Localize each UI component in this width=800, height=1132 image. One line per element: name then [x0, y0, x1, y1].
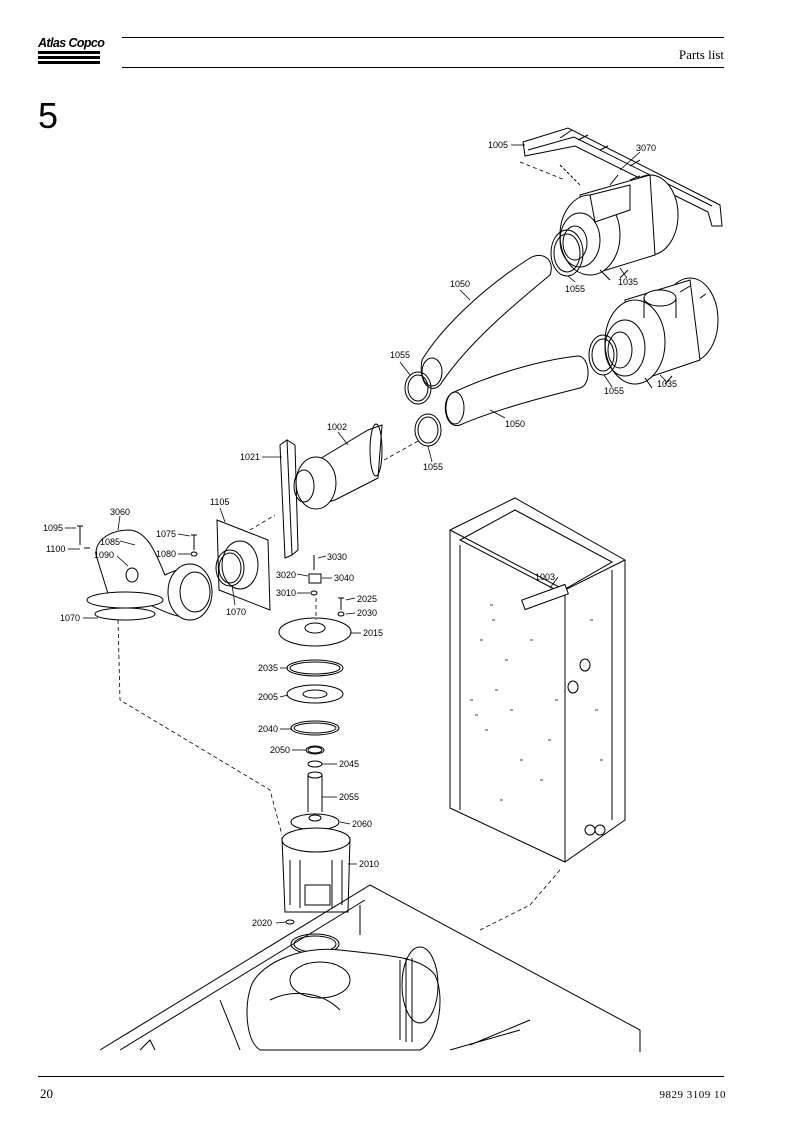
callout-1100: 1100: [46, 544, 65, 554]
callout-1050: 1050: [505, 419, 525, 429]
page-number: 20: [40, 1086, 53, 1101]
callout-2020: 2020: [252, 918, 272, 928]
callout-2030: 2030: [357, 608, 377, 618]
callout-2035: 2035: [258, 663, 278, 673]
footer-rule: [38, 1076, 724, 1077]
callout-1075: 1075: [156, 529, 176, 539]
callout-1021: 1021: [240, 452, 260, 462]
callout-1105: 1105: [210, 497, 229, 507]
callout-3030: 3030: [327, 552, 347, 562]
callout-2025: 2025: [357, 594, 377, 604]
callout-3060: 3060: [110, 507, 130, 517]
callout-1035: 1035: [618, 277, 638, 287]
callout-2060: 2060: [352, 819, 372, 829]
callout-2015: 2015: [363, 628, 383, 638]
callout-1090: 1090: [94, 550, 114, 560]
header-rule-bottom: [122, 67, 724, 68]
logo-bar-middle: [38, 56, 100, 59]
logo-bar-top: [38, 51, 100, 54]
callout-1095: 1095: [43, 523, 63, 533]
callout-1070: 1070: [226, 607, 246, 617]
callout-1085: 1085: [100, 537, 120, 547]
callout-1003: 1003: [535, 572, 555, 582]
callout-2045: 2045: [339, 759, 359, 769]
callout-2040: 2040: [258, 724, 278, 734]
callout-2010: 2010: [359, 859, 379, 869]
callout-1055: 1055: [423, 462, 443, 472]
callout-1055: 1055: [565, 284, 585, 294]
logo-bar-bottom: [38, 61, 100, 64]
callout-2055: 2055: [339, 792, 359, 802]
callout-1070: 1070: [60, 613, 80, 623]
brand-name: Atlas Copco: [38, 36, 105, 50]
callout-1050: 1050: [450, 279, 470, 289]
callout-3070: 3070: [636, 143, 656, 153]
callout-1035: 1035: [657, 379, 677, 389]
callout-1080: 1080: [156, 549, 176, 559]
document-number: 9829 3109 10: [659, 1089, 726, 1101]
callout-2050: 2050: [270, 745, 290, 755]
page-title: Parts list: [678, 47, 724, 62]
callout-1005: 1005: [488, 140, 508, 150]
callout-1055: 1055: [604, 386, 624, 396]
atlas-copco-logo: Atlas Copco: [38, 36, 105, 68]
callout-1055: 1055: [390, 350, 410, 360]
callout-3040: 3040: [334, 573, 354, 583]
callout-3020: 3020: [276, 570, 296, 580]
callout-1002: 1002: [327, 422, 347, 432]
section-number: 5: [38, 95, 59, 136]
callout-2005: 2005: [258, 692, 278, 702]
header-rule-top: [122, 37, 724, 38]
callout-3010: 3010: [276, 588, 296, 598]
